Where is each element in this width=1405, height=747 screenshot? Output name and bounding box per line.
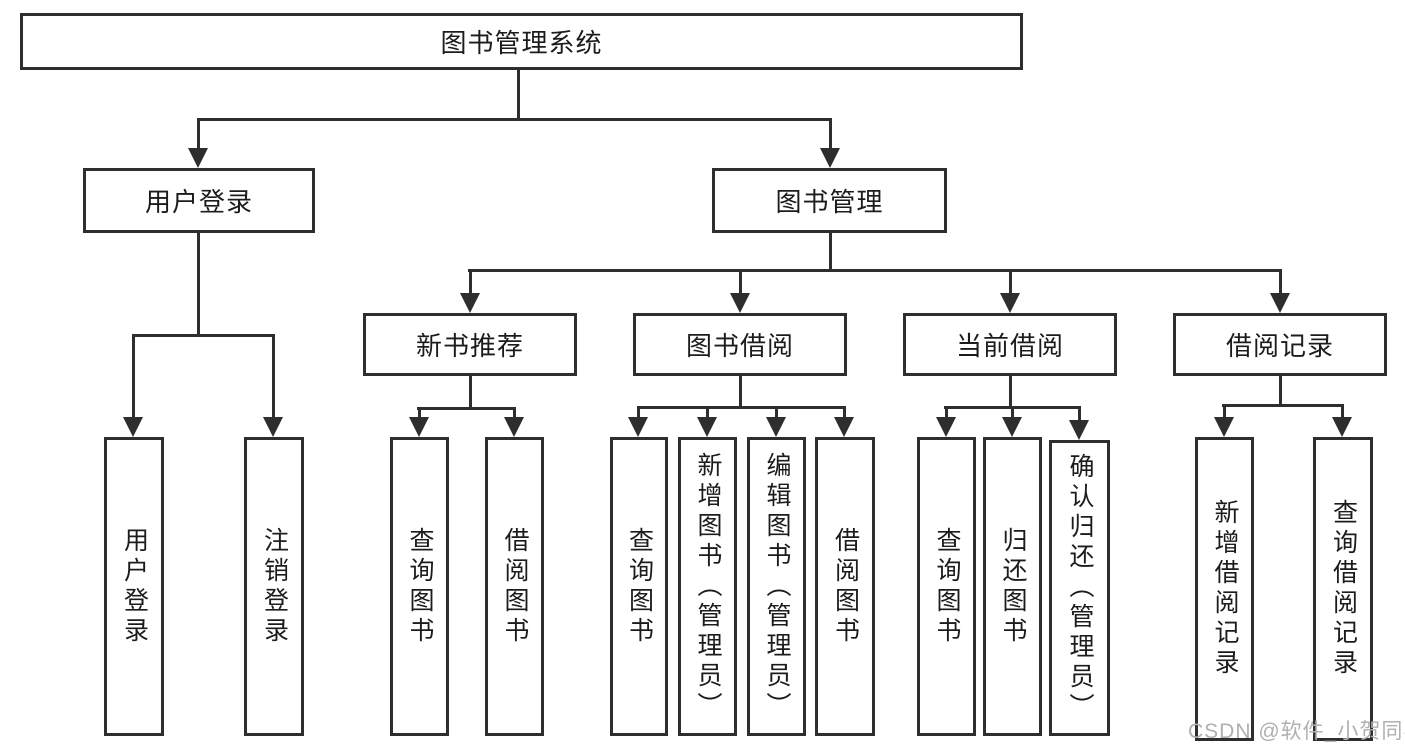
connector-new-books-stub-2 — [513, 407, 516, 421]
arrowhead — [1000, 293, 1020, 313]
leaf-borrow-books-label: 借阅图书 — [831, 526, 860, 647]
node-book-management: 图书管理 — [712, 168, 947, 233]
connector-borrow-records-stub-2 — [1341, 404, 1344, 421]
node-root: 图书管理系统 — [20, 13, 1023, 70]
connector-book-borrow-hline — [637, 406, 845, 409]
connector-current-borrow-stub-2 — [1011, 406, 1014, 421]
arrowhead — [123, 417, 143, 437]
connector-level3-hline — [468, 269, 1281, 272]
arrowhead — [1270, 293, 1290, 313]
connector-root-stub-left — [197, 118, 200, 152]
arrowhead — [1332, 417, 1352, 437]
leaf-query-books-current-label: 查询图书 — [933, 526, 961, 647]
node-new-book-recommendation-label: 新书推荐 — [415, 331, 524, 361]
arrowhead — [409, 417, 429, 437]
node-new-book-recommendation: 新书推荐 — [363, 313, 577, 376]
connector-book-mgmt-vline — [829, 233, 832, 272]
connector-book-borrow-vline — [739, 376, 742, 409]
leaf-edit-book-admin-label: 编辑图书（管理员） — [763, 451, 791, 722]
node-book-borrowing-label: 图书借阅 — [685, 331, 794, 361]
leaf-add-borrow-record-label: 新增借阅记录 — [1211, 499, 1239, 679]
connector-new-books-hline — [417, 407, 516, 410]
leaf-return-books-label: 归还图书 — [999, 526, 1027, 647]
arrowhead — [460, 293, 480, 313]
connector-book-borrow-stub-2 — [706, 406, 709, 421]
leaf-logout-label: 注销登录 — [260, 526, 289, 647]
connector-user-login-hline — [132, 334, 275, 337]
arrowhead — [628, 417, 648, 437]
connector-current-borrow-vline — [1009, 376, 1012, 409]
leaf-query-books-recommend-label: 查询图书 — [406, 526, 434, 647]
connector-level3-stub-1 — [469, 269, 472, 297]
connector-current-borrow-stub-1 — [945, 406, 948, 421]
leaf-query-books-recommend: 查询图书 — [390, 437, 449, 736]
node-book-borrowing: 图书借阅 — [633, 313, 847, 376]
connector-level3-stub-3 — [1009, 269, 1012, 297]
connector-current-borrow-stub-3 — [1078, 406, 1081, 424]
connector-borrow-records-hline — [1222, 404, 1343, 407]
node-user-login: 用户登录 — [83, 168, 315, 233]
arrowhead — [188, 148, 208, 168]
leaf-borrow-books-recommend-label: 借阅图书 — [501, 526, 529, 647]
leaf-borrow-books: 借阅图书 — [815, 437, 875, 736]
node-book-management-label: 图书管理 — [775, 187, 884, 217]
connector-borrow-records-stub-1 — [1223, 404, 1226, 421]
leaf-query-borrow-record-label: 查询借阅记录 — [1329, 499, 1358, 679]
leaf-confirm-return-admin-label: 确认归还（管理员） — [1066, 453, 1094, 723]
leaf-logout: 注销登录 — [244, 437, 304, 736]
node-root-label: 图书管理系统 — [440, 28, 603, 58]
node-current-borrowing-label: 当前借阅 — [955, 331, 1064, 361]
connector-book-borrow-stub-1 — [637, 406, 640, 421]
connector-level3-stub-2 — [739, 269, 742, 297]
leaf-query-books-borrow-label: 查询图书 — [625, 526, 654, 647]
arrowhead — [263, 417, 283, 437]
connector-user-login-stub-1 — [132, 334, 135, 421]
leaf-add-book-admin-label: 新增图书（管理员） — [694, 451, 722, 722]
leaf-return-books: 归还图书 — [983, 437, 1042, 736]
arrowhead — [936, 417, 956, 437]
node-borrowing-records-label: 借阅记录 — [1225, 331, 1334, 361]
leaf-query-borrow-record: 查询借阅记录 — [1313, 437, 1373, 741]
leaf-confirm-return-admin: 确认归还（管理员） — [1049, 440, 1110, 736]
connector-new-books-stub-1 — [418, 407, 421, 421]
arrowhead — [697, 417, 717, 437]
connector-new-books-vline — [469, 376, 472, 410]
connector-user-login-stub-2 — [272, 334, 275, 421]
watermark: CSDN @软件_小贺同学 — [1188, 720, 1405, 743]
connector-root-vline — [517, 69, 520, 120]
leaf-query-books-borrow: 查询图书 — [610, 437, 668, 736]
connector-book-borrow-stub-3 — [775, 406, 778, 421]
arrowhead — [1002, 417, 1022, 437]
leaf-add-book-admin: 新增图书（管理员） — [678, 437, 737, 736]
leaf-user-login: 用户登录 — [104, 437, 164, 736]
leaf-edit-book-admin: 编辑图书（管理员） — [747, 437, 806, 736]
arrowhead — [1214, 417, 1234, 437]
connector-root-hline — [197, 118, 832, 121]
arrowhead — [766, 417, 786, 437]
arrowhead — [820, 148, 840, 168]
connector-root-stub-right — [829, 118, 832, 152]
node-current-borrowing: 当前借阅 — [903, 313, 1117, 376]
arrowhead — [730, 293, 750, 313]
arrowhead — [1069, 420, 1089, 440]
leaf-add-borrow-record: 新增借阅记录 — [1195, 437, 1254, 741]
connector-level3-stub-4 — [1279, 269, 1282, 297]
node-user-login-label: 用户登录 — [144, 187, 253, 217]
connector-borrow-records-vline — [1279, 376, 1282, 407]
leaf-query-books-current: 查询图书 — [917, 437, 976, 736]
connector-book-borrow-stub-4 — [843, 406, 846, 421]
arrowhead — [834, 417, 854, 437]
leaf-user-login-label: 用户登录 — [120, 526, 149, 647]
arrowhead — [504, 417, 524, 437]
leaf-borrow-books-recommend: 借阅图书 — [485, 437, 544, 736]
connector-user-login-vline — [197, 233, 200, 337]
node-borrowing-records: 借阅记录 — [1173, 313, 1387, 376]
